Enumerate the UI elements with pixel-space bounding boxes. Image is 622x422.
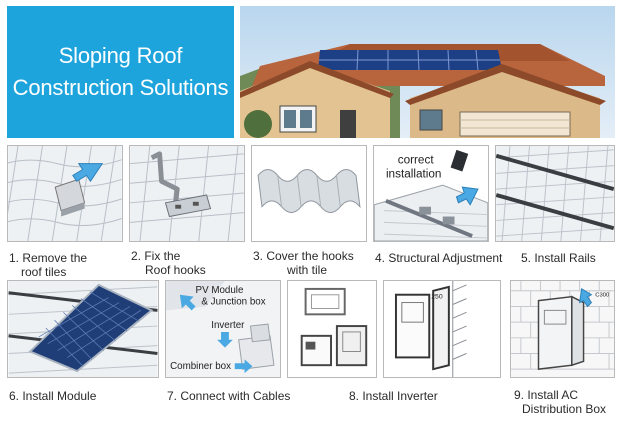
solar-panel-array [318, 49, 502, 71]
ac-box-tag-label: C300 [595, 293, 610, 299]
step-8b-image: 250 [383, 280, 501, 378]
combiner-box-label: Combiner box [170, 361, 231, 372]
arrow-icon [455, 186, 479, 206]
step-3-caption: 3. Cover the hooks with tile [253, 249, 354, 277]
step-7-image: PV Module & Junction box Inverter Combin… [165, 280, 281, 378]
step-4-image: correct installation [373, 145, 489, 242]
step-8-caption: 8. Install Inverter [349, 389, 438, 403]
arrow-icon [217, 331, 233, 348]
arrow-icon [234, 359, 253, 374]
step-1-image [7, 145, 123, 242]
solar-module [28, 283, 154, 373]
pv-module-label-line-1: PV Module [196, 285, 244, 296]
step-8-image [287, 280, 377, 378]
step-5-caption: 5. Install Rails [521, 251, 596, 265]
step-7-caption: 7. Connect with Cables [167, 389, 291, 403]
step-3-image [251, 145, 367, 242]
inverter-tag-label: 250 [431, 294, 443, 301]
house-photo [240, 6, 615, 138]
arrow-icon [579, 288, 593, 308]
arrow-icon [72, 163, 104, 183]
banner-title-line-1: Sloping Roof [58, 43, 183, 68]
step-6-image [7, 280, 159, 378]
pv-module-label-line-2: & Junction box [201, 297, 265, 308]
step-9-image: C300 [510, 280, 615, 378]
title-banner: Sloping Roof Construction Solutions [7, 6, 234, 138]
step-6-caption: 6. Install Module [9, 389, 97, 403]
step-2-caption: 2. Fix the Roof hooks [131, 249, 206, 277]
step-5-image [495, 145, 615, 242]
step-4-caption: 4. Structural Adjustment [375, 251, 503, 265]
correct-label-line-2: installation [386, 167, 442, 180]
banner-title-line-2: Construction Solutions [12, 75, 229, 100]
step-2-image [129, 145, 245, 242]
inverter-label: Inverter [211, 320, 245, 331]
step-1-caption: 1. Remove the roof tiles [9, 251, 88, 279]
correct-label-line-1: correct [398, 154, 435, 167]
arrow-icon [179, 294, 196, 311]
step-9-caption: 9. Install AC Distribution Box [514, 388, 607, 416]
